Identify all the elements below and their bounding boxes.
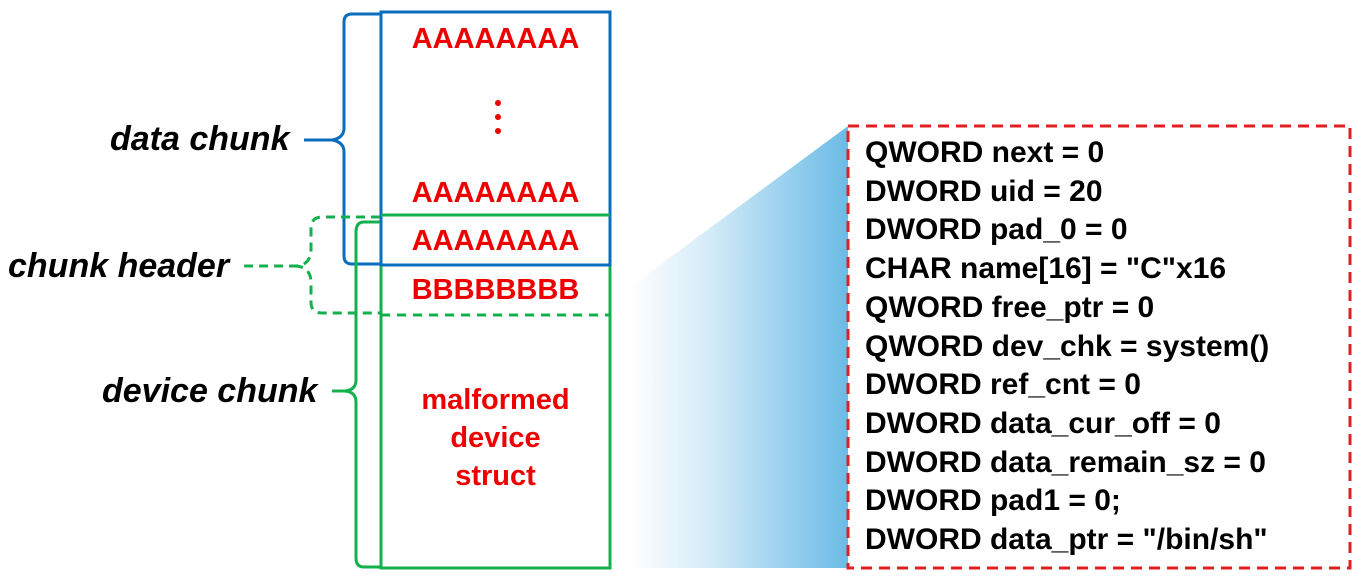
device-struct-line-1: malformed [421, 384, 570, 416]
struct-field: QWORD dev_chk = system() [865, 329, 1270, 363]
struct-field-list: QWORD next = 0 DWORD uid = 20 DWORD pad_… [865, 134, 1269, 560]
struct-field: CHAR name[16] = "C"x16 [865, 252, 1227, 286]
ellipsis-dot [495, 100, 501, 106]
data-chunk-box [379, 10, 612, 267]
memory-row-a3: AAAAAAAA [411, 225, 580, 257]
struct-field: DWORD data_cur_off = 0 [865, 406, 1221, 440]
data-chunk-label: data chunk [110, 120, 290, 158]
struct-field: DWORD pad1 = 0; [865, 484, 1121, 518]
ellipsis-dot [495, 114, 501, 120]
chunk-header-brace [244, 215, 380, 315]
memory-row-b: BBBBBBBB [411, 274, 580, 306]
struct-field: DWORD uid = 20 [865, 174, 1103, 208]
struct-detail-box [846, 124, 1352, 570]
memory-row-a2: AAAAAAAA [411, 177, 580, 209]
chunk-header-label: chunk header [8, 247, 230, 285]
struct-field: DWORD data_ptr = "/bin/sh" [865, 523, 1268, 557]
zoom-projection [630, 126, 848, 568]
device-struct-line-3: struct [455, 460, 536, 492]
ellipsis-dot [495, 128, 501, 134]
struct-field: DWORD pad_0 = 0 [865, 213, 1128, 247]
memory-row-a1: AAAAAAAA [411, 23, 580, 55]
device-struct-line-2: device [450, 422, 541, 454]
struct-field: QWORD next = 0 [865, 136, 1105, 169]
struct-field: DWORD data_remain_sz = 0 [865, 445, 1266, 479]
device-chunk-brace [332, 220, 380, 569]
struct-field: DWORD ref_cnt = 0 [865, 368, 1141, 402]
data-chunk-brace [304, 12, 380, 266]
device-chunk-label: device chunk [102, 372, 318, 410]
struct-field: QWORD free_ptr = 0 [865, 290, 1155, 324]
